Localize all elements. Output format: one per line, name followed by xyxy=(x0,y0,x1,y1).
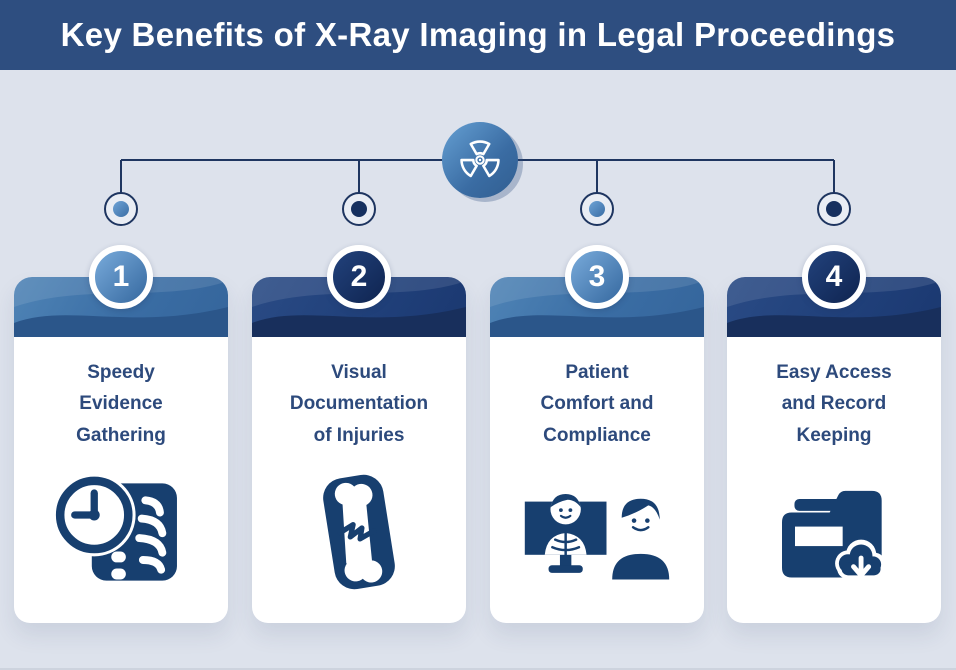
node-dot-3 xyxy=(580,192,614,226)
card-title: Visual Documentation of Injuries xyxy=(289,362,429,446)
card-number-badge: 4 xyxy=(802,245,866,309)
card-number-badge: 1 xyxy=(89,245,153,309)
card-title: Patient Comfort and Compliance xyxy=(540,362,654,446)
header-bar: Key Benefits of X-Ray Imaging in Legal P… xyxy=(0,0,956,70)
benefit-card-3: 3 Patient Comfort and Compliance xyxy=(490,245,704,623)
page-title: Key Benefits of X-Ray Imaging in Legal P… xyxy=(60,16,896,53)
card-number-badge: 3 xyxy=(565,245,629,309)
card-title: Speedy Evidence Gathering xyxy=(76,362,166,446)
card-title: Easy Access and Record Keeping xyxy=(776,362,892,446)
benefit-card-2: 2 Visual Documentation of Injuries xyxy=(252,245,466,623)
records-folder-cloud-icon xyxy=(727,451,941,623)
patient-and-xray-monitor-icon xyxy=(490,451,704,623)
fractured-bone-xray-icon xyxy=(252,451,466,623)
card-number-badge: 2 xyxy=(327,245,391,309)
node-dot-1 xyxy=(104,192,138,226)
clock-xray-film-icon xyxy=(14,451,228,623)
node-dot-2 xyxy=(342,192,376,226)
bottom-edge xyxy=(0,668,956,670)
connector-lines xyxy=(120,159,835,194)
radiation-trefoil-icon xyxy=(442,122,518,198)
node-dot-4 xyxy=(817,192,851,226)
benefit-card-4: 4 Easy Access and Record Keeping xyxy=(727,245,941,623)
benefit-card-1: 1 Speedy Evidence Gathering xyxy=(14,245,228,623)
